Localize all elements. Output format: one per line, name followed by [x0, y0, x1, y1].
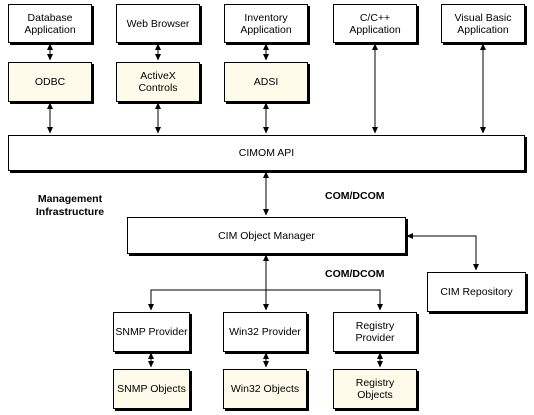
adsi-box: ADSI: [224, 62, 308, 102]
cim-repository-box: CIM Repository: [427, 272, 526, 312]
cpp-application-box: C/C++ Application: [333, 4, 417, 43]
inventory-application-box: Inventory Application: [224, 4, 308, 43]
web-browser-box: Web Browser: [116, 4, 200, 43]
win32-objects-box: Win32 Objects: [223, 369, 307, 409]
visual-basic-application-box: Visual Basic Application: [441, 4, 525, 43]
snmp-objects-box: SNMP Objects: [113, 369, 190, 409]
management-infrastructure-label: Management Infrastructure: [35, 193, 105, 218]
com-dcom-label-top: COM/DCOM: [325, 190, 385, 202]
cim-object-manager-box: CIM Object Manager: [127, 217, 406, 254]
activex-controls-box: ActiveX Controls: [116, 62, 200, 102]
registry-provider-box: Registry Provider: [333, 312, 417, 352]
com-dcom-label-bottom: COM/DCOM: [325, 268, 385, 280]
database-application-box: Database Application: [8, 4, 92, 43]
arrow-object-manager-repository: [406, 233, 479, 271]
odbc-box: ODBC: [8, 62, 92, 102]
registry-objects-box: Registry Objects: [333, 369, 417, 409]
snmp-provider-box: SNMP Provider: [113, 312, 190, 352]
win32-provider-box: Win32 Provider: [223, 312, 307, 352]
cimom-api-box: CIMOM API: [8, 135, 525, 171]
